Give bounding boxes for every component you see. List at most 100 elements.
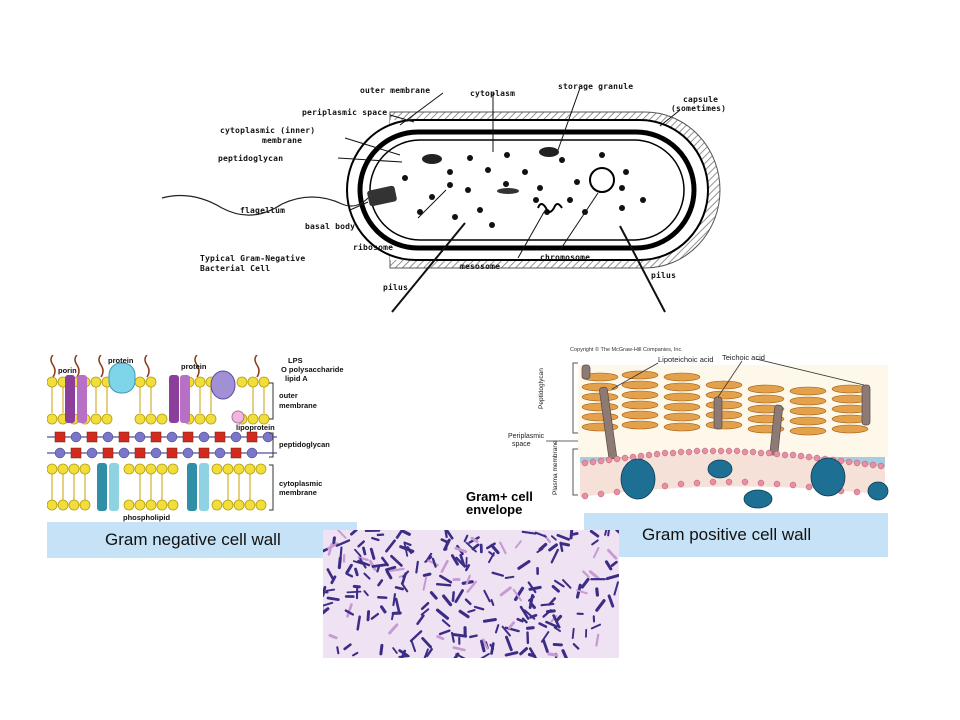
bacterium-rod [528,585,542,591]
bacterium-rod [470,536,479,543]
bacterium-rod [471,543,480,551]
bacterium-rod [339,546,343,562]
bacterium-rod [513,586,525,602]
bacterium-rod [390,554,403,567]
bacterium-rod [559,541,564,553]
bacterium-rod [488,551,495,557]
bacterium-rod [490,598,495,607]
bacterium-rod [371,536,380,542]
bacterium-rod [551,585,560,593]
micrograph-rods [323,530,619,658]
label-flagellum: flagellum [240,206,286,215]
bacterium-rod [346,590,362,594]
bacterium-rod [542,639,549,653]
bacterium-rod [588,570,600,580]
bacterium-rod [545,620,558,628]
label-periplasmic-space: Periplasmic [508,433,545,440]
bacterium-rod [595,633,600,647]
bacterium-rod [435,608,450,620]
bacterium-rod [556,533,570,541]
bacterium-rod [528,595,535,602]
bacterium-rod [363,590,369,597]
bacterium-rod [369,547,376,560]
bacterium-rod [529,601,536,610]
bacterium-rod [392,647,398,654]
gram-positive-caption: Gram positive cell wall [584,513,888,557]
bacterium-rod [548,597,557,606]
label-basal-body: basal body [305,222,356,231]
bacterium-rod [538,622,548,628]
bacterium-rod [356,615,361,631]
bacterium-rod [478,653,490,658]
bacterium-rod [362,546,367,556]
bacterium-rod [427,559,439,567]
bacterium-rod [527,652,536,658]
bacterium-rod [562,579,572,589]
label-cytoplasmic-membrane: cytoplasmic (inner) [220,126,316,135]
bacterium-rod [445,541,448,551]
bacterium-rod [592,546,600,559]
bacterium-rod [501,625,511,637]
bacterium-rod [326,596,340,601]
bacterium-rod [395,530,406,539]
bacterium-rod [490,642,495,655]
label-gram-positive-envelope-2: envelope [466,502,523,517]
bacterium-rod [438,629,451,636]
bacterium-rod [422,572,432,577]
bacterium-rod [328,633,338,640]
bacterium-rod [561,649,570,658]
bacterium-rod [582,570,590,578]
bacterium-rod [392,593,397,607]
bacterium-rod [323,548,328,554]
bacterium-rod [359,557,367,569]
bacterium-rod [540,602,555,607]
label-cytoplasmic: cytoplasmic [279,479,323,488]
bacterial-cell-drawing [161,87,721,313]
bacterium-rod [344,609,355,616]
bacterium-rod [517,559,531,570]
gram-negative-caption-text: Gram negative cell wall [105,530,281,549]
bacterium-rod [542,609,552,618]
bacterium-rod [514,540,522,549]
bacterium-rod [357,540,365,548]
label-storage-granule: storage granule [558,82,634,91]
label-lipid-a: lipid A [285,374,308,383]
bacterium-rod [571,627,575,640]
bacterium-rod [442,594,453,607]
bacterium-rod [401,572,407,585]
gram-negative-wall-figure: porin protein protein LPS O polysacchari… [47,355,357,523]
bacterium-rod [552,643,563,647]
bacterium-rod [521,617,528,624]
bacterium-rod [422,576,428,591]
bacterium-rod [454,589,464,604]
bacterium-rod [529,613,538,619]
bacterium-rod [465,541,477,553]
label-peptidoglycan: peptidoglycan [218,154,284,163]
label-plasma-membrane: Plasma membrane [552,440,559,495]
bacterium-rod [422,648,429,658]
bacterium-rod [604,560,613,571]
label-capsule-sometimes: (sometimes) [671,104,727,113]
bacterium-rod [548,543,559,552]
gram-positive-caption-text: Gram positive cell wall [642,525,812,544]
bacterium-rod [424,556,433,563]
bacterium-rod [394,597,401,614]
bacterium-rod [394,586,405,591]
bacterium-rod [399,545,415,553]
bacterium-rod [325,588,336,592]
label-peptidoglycan-side: Peptidoglycan [538,368,545,409]
bacterium-rod [452,646,466,652]
label-cytoplasmic-membrane: membrane [279,488,317,497]
bacterium-rod [613,581,619,596]
bacterium-rod [553,626,562,632]
diagram-caption-line-2: Bacterial Cell [200,264,271,273]
label-protein-2: protein [181,362,207,371]
label-porin: porin [58,366,77,375]
bacterium-rod [465,574,471,585]
bacterium-rod [443,530,448,539]
bacterium-rod [416,614,425,625]
bacterium-rod [590,623,602,630]
bacterium-rod [504,651,519,657]
label-cytoplasm: cytoplasm [470,89,516,98]
label-protein-1: protein [108,356,134,365]
